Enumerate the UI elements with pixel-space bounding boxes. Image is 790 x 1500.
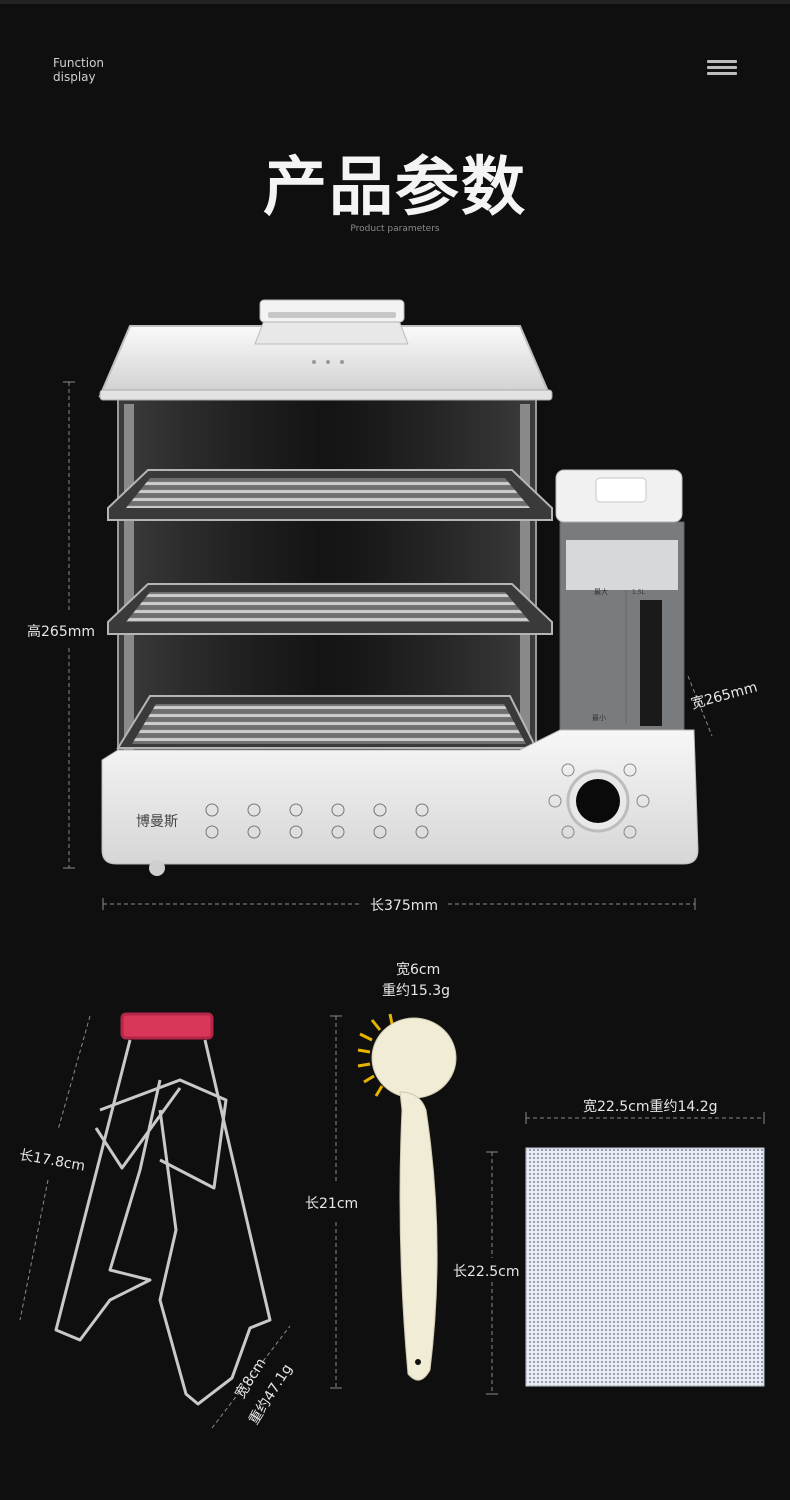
brush-width-label: 宽6cm: [396, 962, 441, 978]
steamer-base: 博曼斯: [101, 729, 699, 876]
brand-logo-text: 博曼斯: [136, 813, 178, 830]
page-subtitle: Product parameters: [350, 224, 440, 234]
control-dial: [566, 769, 630, 833]
preset-button-icon: [561, 763, 575, 777]
top-strip: [0, 0, 790, 4]
cloth-width-weight-label: 宽22.5cm重约14.2g: [583, 1099, 718, 1115]
function-display-label: Function display: [53, 56, 105, 84]
water-max-mark: 最大: [594, 587, 608, 596]
height-label: 高265mm: [27, 624, 95, 640]
brush-weight-label: 重约15.3g: [382, 983, 451, 999]
cloth-length-label: 长22.5cm: [453, 1264, 520, 1280]
length-label: 长375mm: [370, 898, 438, 914]
water-min-mark: 最小: [592, 713, 606, 722]
length-dimension-line: [102, 898, 696, 910]
cleaning-brush-illustration: [357, 1013, 457, 1381]
water-volume-mark: 1.5L: [632, 589, 646, 596]
clip-dimension-lines: [19, 1015, 291, 1429]
timer-button-icon: [623, 763, 637, 777]
start-button-icon: [623, 825, 637, 839]
hamburger-menu-icon[interactable]: [707, 60, 737, 78]
water-tank: 最大 1.5L 最小: [555, 469, 685, 731]
page-title: 产品参数: [263, 151, 527, 225]
steaming-cloth-illustration: [525, 1147, 765, 1387]
control-panel-icons: [205, 803, 429, 839]
brush-dimension-line: [330, 1015, 342, 1389]
brush-length-label: 长21cm: [305, 1196, 359, 1212]
steamer-body: [107, 397, 553, 759]
plate-clip-illustration: [54, 1012, 272, 1406]
cloth-dimension-lines: [486, 1112, 765, 1395]
height-dimension-line: [63, 381, 75, 869]
minus-icon: [548, 794, 562, 808]
width-dimension-line: [687, 675, 713, 737]
plus-icon: [636, 794, 650, 808]
steamer-lid: [98, 299, 553, 401]
keep-warm-icon: [561, 825, 575, 839]
